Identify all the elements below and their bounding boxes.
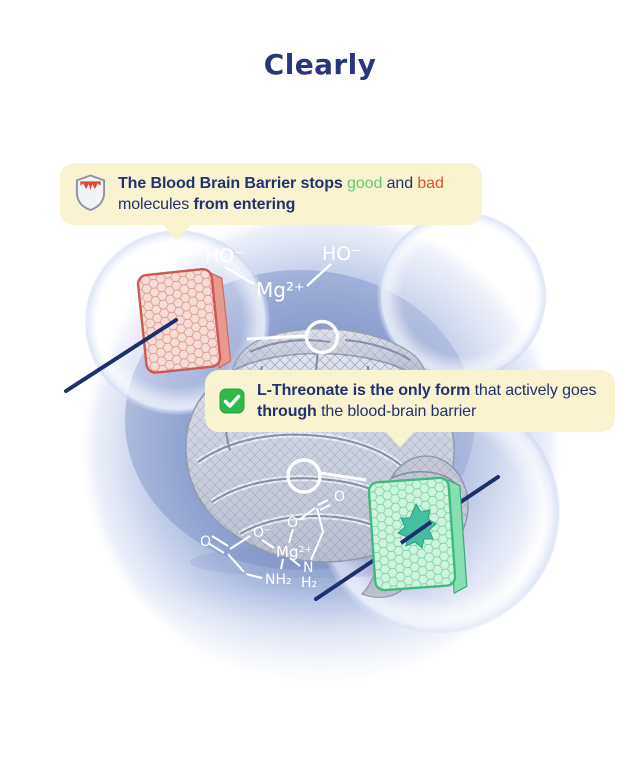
open-molecule-path-through-hole bbox=[399, 520, 433, 545]
brand-logo: Clearly bbox=[263, 48, 377, 81]
carboxylate-o-left-label: O⁻ bbox=[253, 525, 271, 541]
callout-bottom-segment: through bbox=[257, 403, 317, 420]
callout-bottom-segment: L-Threonate is the only form bbox=[257, 382, 471, 399]
bottom-fade bbox=[0, 585, 640, 768]
amine-right-h-label: H₂ bbox=[301, 575, 317, 591]
amine-right-n-label: N bbox=[303, 560, 313, 576]
blocked-molecule-path bbox=[64, 318, 178, 393]
callout-top-tail bbox=[162, 224, 192, 240]
shield-icon bbox=[75, 174, 106, 211]
carboxylate-o-top-label: O⁻ bbox=[287, 515, 305, 531]
callout-top-segment: from entering bbox=[193, 196, 296, 213]
callout-bottom-text: L-Threonate is the only form that active… bbox=[257, 380, 601, 422]
callout-top-segment: The Blood Brain Barrier stops bbox=[118, 175, 348, 192]
amine-left-label: NH₂ bbox=[265, 572, 292, 588]
binding-site-ring-bottom bbox=[286, 458, 322, 494]
magnesium-threonate-structure: O O⁻ O⁻ Mg²⁺ O NH₂ N H₂ bbox=[200, 458, 367, 591]
panel-front-face bbox=[136, 267, 222, 374]
bond-line bbox=[224, 265, 255, 286]
bond-line bbox=[306, 263, 332, 287]
binding-site-ring-top bbox=[304, 319, 340, 355]
check-icon bbox=[219, 388, 245, 414]
blocked-barrier-panel bbox=[136, 267, 232, 374]
callout-bottom-tail bbox=[385, 431, 415, 447]
callout-bottom-segment: that actively goes bbox=[470, 382, 597, 399]
mg-hydroxide-structure: HO⁻ HO⁻ Mg²⁺ bbox=[205, 243, 361, 355]
callout-bottom-segment: the blood-brain barrier bbox=[316, 403, 477, 420]
carbonyl-o-left-label: O bbox=[200, 534, 211, 550]
good-word: good bbox=[347, 175, 383, 192]
callout-top-text: The Blood Brain Barrier stops good and b… bbox=[118, 173, 468, 215]
callout-top-segment: and bbox=[382, 175, 418, 192]
magnesium-ion-bottom-label: Mg²⁺ bbox=[276, 543, 312, 561]
bond-lines bbox=[207, 499, 331, 579]
glass-bubble-top-right bbox=[377, 211, 547, 381]
bad-word: bad bbox=[417, 175, 444, 192]
magnesium-ion-label: Mg²⁺ bbox=[256, 278, 305, 302]
callout-l-threonate: L-Threonate is the only form that active… bbox=[205, 370, 615, 447]
callout-blood-brain-barrier: The Blood Brain Barrier stops good and b… bbox=[60, 163, 482, 240]
ring-connector-line bbox=[246, 334, 306, 341]
hydroxide-left-label: HO⁻ bbox=[205, 245, 244, 267]
ring-connector-line-bottom bbox=[319, 471, 367, 482]
callout-top-segment: molecules bbox=[118, 196, 194, 213]
hydroxide-right-label: HO⁻ bbox=[322, 243, 361, 265]
carbonyl-o-right-label: O bbox=[334, 489, 345, 505]
